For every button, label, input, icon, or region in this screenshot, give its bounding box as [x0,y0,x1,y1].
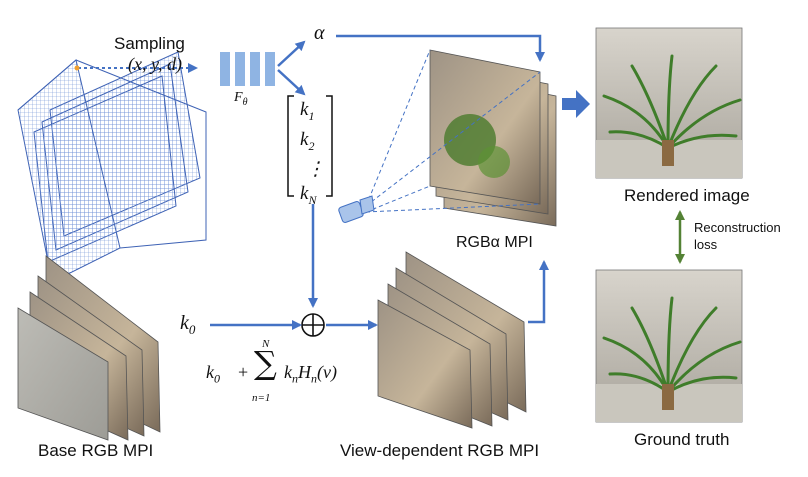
formula-sum-lower: n=1 [252,392,271,404]
network-label: Fθ [234,90,248,108]
alpha-label: α [314,22,325,44]
camera-icon [338,195,375,223]
formula-sum-upper: N [262,338,270,350]
coeff-k1: k1 [300,99,315,123]
arrow-view-mpi-to-rgba [528,260,549,324]
ground-truth-image [595,269,743,423]
sample-coords-label: (x, y, d) [128,54,182,74]
coeff-dots: ⋮ [306,158,325,180]
arrow-to-coeffs [277,69,306,96]
coeff-bracket-left [287,95,294,197]
base-mpi-label: Base RGB MPI [38,441,154,460]
rendered-image [595,27,743,179]
sampling-planes [17,51,207,283]
formula-plus: + [238,362,249,382]
coeff-vector: k1 k2 ⋮ kN [300,98,325,211]
loss-label: loss [694,237,718,252]
coeff-bracket-right [326,95,333,197]
rendered-image-label: Rendered image [624,186,750,205]
rgba-mpi-stack [429,49,557,227]
view-mpi-label: View-dependent RGB MPI [340,441,540,460]
rgba-mpi-label: RGBα MPI [456,234,533,251]
sample-point [74,65,80,71]
network-f-theta [220,52,275,86]
camera-frustum [365,49,541,213]
arrow-to-alpha [277,40,306,67]
formula-sum-symbol: ∑ [254,344,277,382]
arrow-alpha-to-mpi [336,34,545,62]
sampling-label: Sampling [114,34,185,53]
plus-circle-icon [301,313,325,337]
ground-truth-label: Ground truth [634,430,730,449]
coeff-k2: k2 [300,128,315,153]
coeff-kn: kN [300,182,317,207]
view-dependent-mpi-stack [377,251,527,429]
base-rgb-mpi-stack [17,255,161,441]
formula-term: knHn(v) [284,362,337,386]
k0-label: k0 [180,312,196,337]
reconstruction-label: Reconstruction [694,220,781,235]
formula-lead: k0 [206,362,220,386]
render-arrow [562,90,590,118]
